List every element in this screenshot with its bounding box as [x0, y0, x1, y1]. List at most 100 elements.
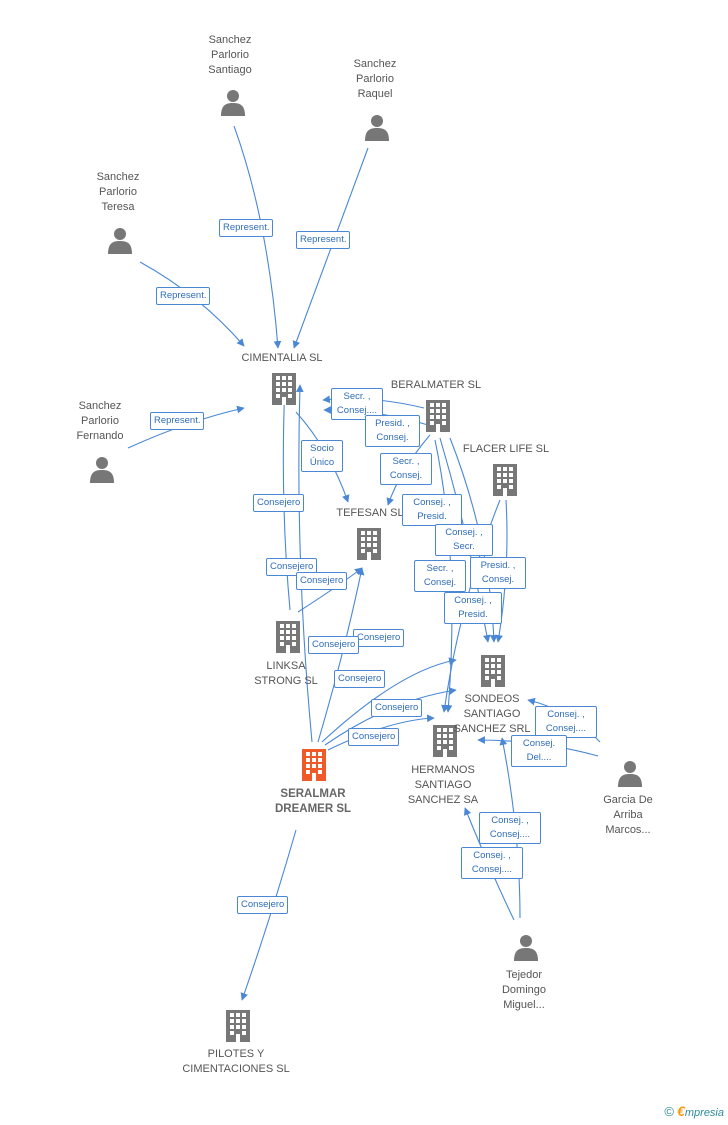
brand-footer[interactable]: © €mpresia: [664, 1103, 724, 1119]
node-label-pilotes[interactable]: PILOTES Y CIMENTACIONES SL: [166, 1047, 306, 1077]
edge-label-consejero[interactable]: Consejero: [253, 494, 305, 512]
label-line: Parlorio: [81, 415, 119, 427]
node-label-seralmar[interactable]: SERALMAR DREAMER SL: [258, 787, 368, 817]
edge-label-text: Consej.: [423, 577, 457, 588]
node-label-hermanos[interactable]: HERMANOS SANTIAGO SANCHEZ SA: [393, 763, 493, 808]
edge-label-consej-presid[interactable]: Consej. ,Presid.: [402, 494, 462, 526]
person-icon-garcia[interactable]: [618, 761, 642, 787]
person-icon-raquel[interactable]: [365, 115, 389, 141]
edge-label-text: Consejero: [338, 673, 382, 684]
edge-label-secr-consej[interactable]: Secr. ,Consej....: [331, 388, 383, 420]
edge-label-text: Consej. ,: [547, 709, 585, 720]
edge-label-secr-consej[interactable]: Secr. ,Consej.: [380, 453, 432, 485]
label-line: TEFESAN SL: [336, 507, 404, 519]
edge-label-consej-consej[interactable]: Consej. , Consej....: [461, 847, 523, 879]
label-line: Parlorio: [99, 186, 137, 198]
edge-label-text: Represent.: [223, 222, 270, 233]
building-icon-seralmar[interactable]: [302, 749, 326, 781]
edge-label-consejero[interactable]: Consejero: [237, 896, 289, 914]
edge-label-secr-consej[interactable]: Secr. ,Consej.: [414, 560, 466, 592]
node-label-tejedor[interactable]: Tejedor Domingo Miguel...: [484, 968, 564, 1013]
building-icon-sondeos[interactable]: [481, 655, 505, 687]
building-icon-cimentalia[interactable]: [272, 373, 296, 405]
edge-label-consej-del[interactable]: Consej.Del....: [511, 735, 567, 767]
edge-label-consejero[interactable]: Consejero: [371, 699, 423, 717]
node-label-sondeos[interactable]: SONDEOS SANTIAGO SANCHEZ SRL: [442, 692, 542, 737]
person-icon-santiago[interactable]: [221, 90, 245, 116]
label-line: SANCHEZ SA: [407, 794, 479, 806]
edge-label-consejero[interactable]: Consejero: [353, 629, 405, 647]
building-icon-tefesan[interactable]: [357, 528, 381, 560]
edge-label-text: Represent.: [160, 290, 207, 301]
edge-label-presid-consej[interactable]: Presid. ,Consej.: [470, 557, 526, 589]
label-line: Parlorio: [356, 73, 394, 85]
edge-label-text: Consej....: [545, 723, 587, 734]
node-label-beralmater[interactable]: BERALMATER SL: [376, 378, 496, 393]
label-line: LINKSA: [266, 660, 306, 672]
building-icon-pilotes[interactable]: [226, 1010, 250, 1042]
edge-label-text: Consejero: [312, 639, 356, 650]
copyright-symbol: ©: [664, 1104, 675, 1119]
edge-label-consejero[interactable]: Consejero: [308, 636, 360, 654]
node-label-raquel[interactable]: Sanchez Parlorio Raquel: [335, 57, 415, 102]
person-icon-tejedor[interactable]: [514, 935, 538, 961]
edge-label-consej-secr[interactable]: Consej. ,Secr.: [435, 524, 493, 556]
brand-logo-initial: €: [677, 1103, 685, 1119]
edge-label-consejero[interactable]: Consejero: [334, 670, 386, 688]
edge-label-text: Consej.: [389, 470, 423, 481]
edge-label-text: Secr. ,: [343, 391, 371, 402]
node-label-cimentalia[interactable]: CIMENTALIA SL: [222, 351, 342, 366]
edge-label-consej-consej[interactable]: Consej. , Consej....: [535, 706, 597, 738]
label-line: SANTIAGO: [414, 779, 472, 791]
edge-label-represent[interactable]: Represent.: [156, 287, 211, 305]
node-label-flacer[interactable]: FLACER LIFE SL: [446, 442, 566, 457]
person-icon-fernando[interactable]: [90, 457, 114, 483]
node-label-tefesan[interactable]: TEFESAN SL: [320, 506, 420, 521]
edge-label-text: Consej. ,: [473, 850, 511, 861]
edge-label-text: Presid. ,: [375, 418, 410, 429]
label-line: HERMANOS: [411, 764, 475, 776]
edge-label-consejero[interactable]: Consejero: [266, 558, 318, 576]
label-line: Garcia De: [603, 794, 653, 806]
person-icon-teresa[interactable]: [108, 228, 132, 254]
label-line: Sanchez: [78, 400, 122, 412]
edge-label-represent[interactable]: Represent.: [150, 412, 205, 430]
node-label-teresa[interactable]: Sanchez Parlorio Teresa: [78, 170, 158, 215]
edge-label-text: Represent.: [300, 234, 347, 245]
edge-label-consej-consej[interactable]: Consej. ,Consej....: [479, 812, 541, 844]
label-line: PILOTES Y: [207, 1048, 265, 1060]
node-label-santiago[interactable]: Sanchez Parlorio Santiago: [190, 33, 270, 78]
label-line: CIMENTACIONES SL: [182, 1063, 290, 1075]
edge-label-text: Consej. ,: [454, 595, 492, 606]
label-line: FLACER LIFE SL: [462, 443, 550, 455]
edge-label-text: Consejero: [257, 497, 301, 508]
edge-label-represent[interactable]: Represent.: [219, 219, 274, 237]
node-label-linksa[interactable]: LINKSA STRONG SL: [236, 659, 336, 689]
edge-label-text: Presid.: [417, 511, 447, 522]
edge-label-represent[interactable]: Represent.: [296, 231, 351, 249]
label-line: SANTIAGO: [463, 708, 521, 720]
edge-label-consej-presid[interactable]: Consej. ,Presid.: [444, 592, 502, 624]
label-line: Sanchez: [96, 171, 140, 183]
node-label-garcia[interactable]: Garcia De Arriba Marcos...: [588, 793, 668, 838]
building-icon-linksa[interactable]: [276, 621, 300, 653]
edge-label-presid-consej[interactable]: Presid. ,Consej.: [365, 415, 420, 447]
edge-label-text: Único: [309, 457, 335, 468]
brand-logo-text: mpresia: [684, 1107, 724, 1119]
edge-label-text: Consej....: [471, 864, 513, 875]
label-line: Fernando: [76, 430, 124, 442]
building-icon-flacer[interactable]: [493, 464, 517, 496]
edge-label-text: Consej.: [481, 574, 515, 585]
node-label-fernando[interactable]: Sanchez Parlorio Fernando: [60, 399, 140, 444]
edge-label-text: Consejero: [357, 632, 401, 643]
label-line: SERALMAR: [280, 788, 346, 800]
edge-label-text: Consejero: [352, 731, 396, 742]
edge-label-consejero[interactable]: Consejero: [296, 572, 348, 590]
edge-label-text: Consej. ,: [445, 527, 483, 538]
edge-label-consejero[interactable]: Consejero: [348, 728, 400, 746]
building-icon-beralmater[interactable]: [426, 400, 450, 432]
edge-label-text: Consej. ,: [491, 815, 529, 826]
edge-seralmar-hermanos-2: [327, 714, 435, 751]
